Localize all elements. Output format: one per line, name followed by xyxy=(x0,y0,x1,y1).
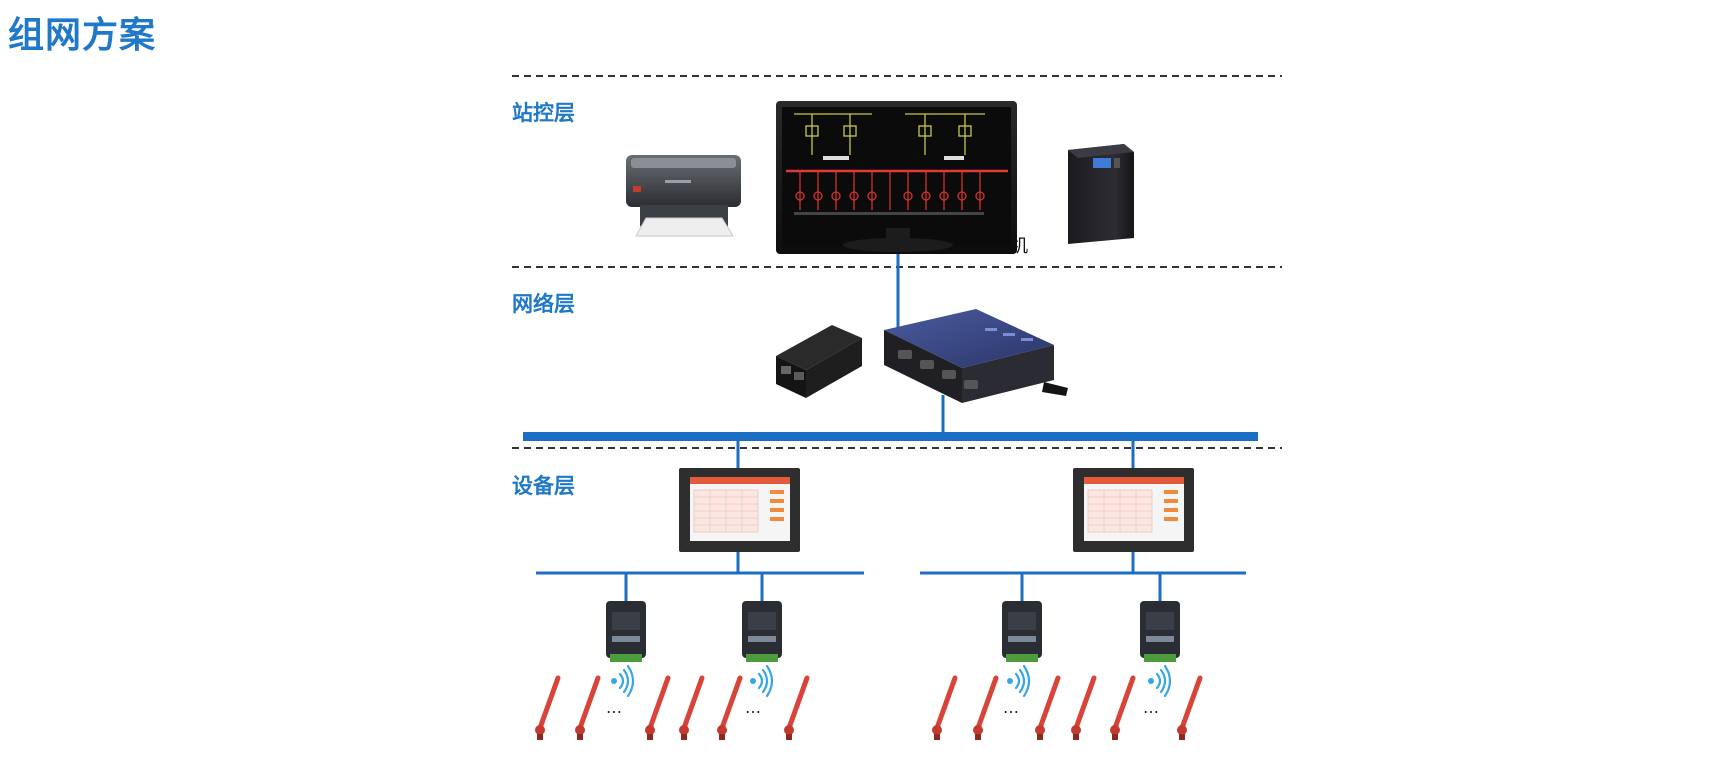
temperature-sensor-icon xyxy=(575,675,601,740)
monitor-icon xyxy=(776,101,1017,254)
temperature-sensor-icon xyxy=(679,675,705,740)
temperature-sensor-icon xyxy=(784,675,810,740)
temperature-sensor-icon xyxy=(1110,675,1136,740)
main-bus xyxy=(523,432,1258,441)
ellipsis-3: … xyxy=(1003,698,1019,717)
temperature-sensor-icon xyxy=(973,675,999,740)
layer-label-network: 网络层 xyxy=(512,292,575,316)
collector-unit-2 xyxy=(742,601,782,662)
temperature-sensor-icon xyxy=(1177,675,1203,740)
wireless-icon xyxy=(1148,664,1172,698)
touch-display-right xyxy=(1073,468,1194,552)
page-title: 组网方案 xyxy=(8,15,157,56)
ups-icon xyxy=(1068,144,1134,244)
collector-unit-1 xyxy=(606,601,646,662)
media-converter-icon xyxy=(776,325,862,398)
collector-unit-4 xyxy=(1140,601,1180,662)
sensor-group xyxy=(535,675,1203,740)
ellipsis-1: … xyxy=(606,698,622,717)
printer-icon xyxy=(626,155,741,237)
temperature-sensor-icon xyxy=(1035,675,1061,740)
ellipsis-2: … xyxy=(745,698,761,717)
temperature-sensor-icon xyxy=(535,675,561,740)
layer-label-station: 站控层 xyxy=(512,101,575,125)
layer-label-device: 设备层 xyxy=(512,474,575,498)
ellipsis-4: … xyxy=(1143,698,1159,717)
wireless-icon xyxy=(1007,664,1031,698)
collector-unit-3 xyxy=(1002,601,1042,662)
temperature-sensor-icon xyxy=(932,675,958,740)
temperature-sensor-icon xyxy=(717,675,743,740)
temperature-sensor-icon xyxy=(1071,675,1097,740)
temperature-sensor-icon xyxy=(645,675,671,740)
serial-server-icon xyxy=(884,309,1068,403)
wireless-icon xyxy=(611,664,635,698)
wireless-icon xyxy=(750,664,774,698)
touch-display-left xyxy=(679,468,800,552)
